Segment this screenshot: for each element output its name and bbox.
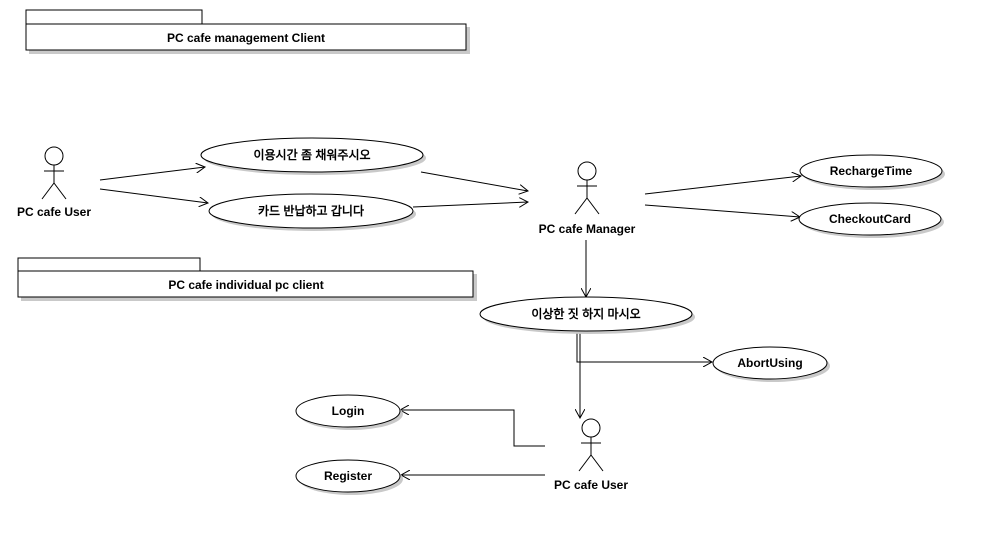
stick-figure-icon — [578, 418, 604, 472]
actor-user-bottom-label: PC cafe User — [554, 478, 628, 492]
actor-user-bottom[interactable]: PC cafe User — [554, 418, 628, 492]
package-management-client-label: PC cafe management Client — [167, 31, 325, 45]
associations — [99, 167, 801, 475]
usecase-checkout-card-label: CheckoutCard — [829, 212, 911, 226]
actor-user-top[interactable]: PC cafe User — [17, 146, 91, 219]
assoc-user-login — [400, 410, 545, 447]
usecase-behave[interactable]: 이상한 짓 하지 마시오 — [479, 296, 695, 334]
usecase-login[interactable]: Login — [295, 394, 403, 430]
assoc-user-fill-time — [99, 167, 205, 181]
stick-figure-icon — [41, 146, 67, 200]
assoc-behave-abort-using — [576, 331, 712, 362]
usecase-fill-time[interactable]: 이용시간 좀 채워주시오 — [200, 137, 426, 175]
usecase-login-label: Login — [332, 404, 365, 418]
assoc-manager-recharge-time — [644, 176, 801, 195]
usecase-register-label: Register — [324, 469, 372, 483]
usecase-recharge-time-label: RechargeTime — [830, 164, 913, 178]
assoc-return-card-manager — [412, 202, 528, 208]
usecase-return-card-label: 카드 반납하고 갑니다 — [258, 203, 364, 218]
usecase-return-card[interactable]: 카드 반납하고 갑니다 — [208, 193, 416, 231]
assoc-user-return-card — [99, 188, 208, 203]
actor-user-top-label: PC cafe User — [17, 205, 91, 219]
usecase-recharge-time[interactable]: RechargeTime — [799, 154, 945, 190]
package-individual-client-label: PC cafe individual pc client — [168, 278, 323, 292]
actor-manager-label: PC cafe Manager — [539, 222, 636, 236]
usecase-abort-using-label: AbortUsing — [737, 356, 802, 370]
usecase-checkout-card[interactable]: CheckoutCard — [798, 202, 944, 238]
package-management-client[interactable]: PC cafe management Client — [25, 9, 470, 54]
actor-manager[interactable]: PC cafe Manager — [539, 161, 636, 236]
usecase-register[interactable]: Register — [295, 459, 403, 495]
assoc-fill-time-manager — [420, 171, 528, 191]
usecase-abort-using[interactable]: AbortUsing — [712, 346, 830, 382]
assoc-manager-checkout-card — [644, 204, 800, 217]
usecase-behave-label: 이상한 짓 하지 마시오 — [531, 306, 640, 321]
usecase-fill-time-label: 이용시간 좀 채워주시오 — [253, 147, 370, 162]
stick-figure-icon — [574, 161, 600, 215]
package-individual-client[interactable]: PC cafe individual pc client — [17, 257, 477, 301]
